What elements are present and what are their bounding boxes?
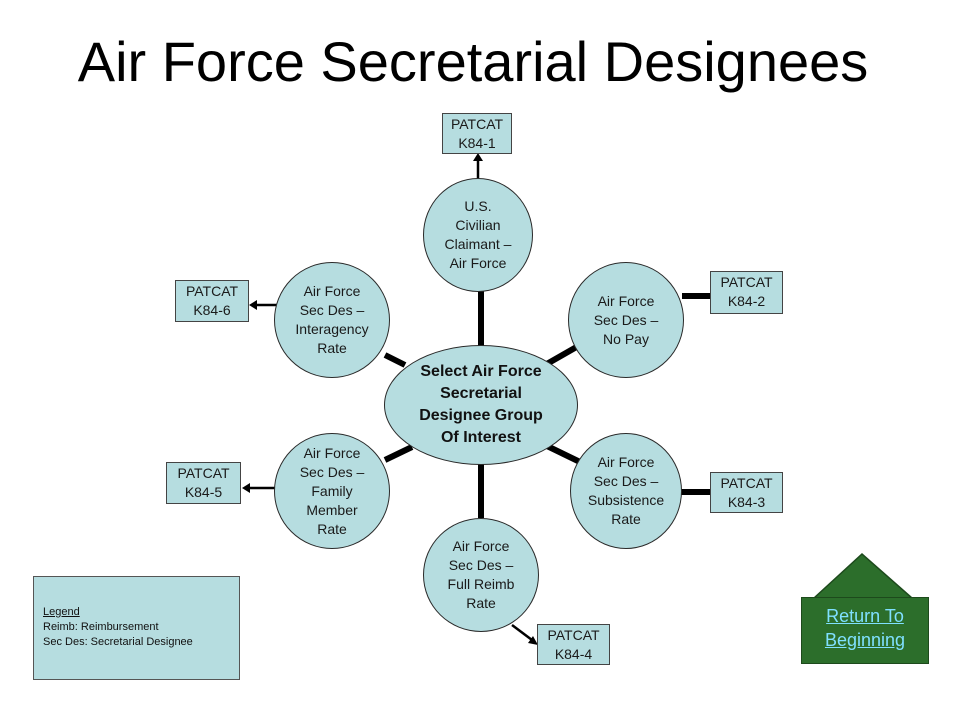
legend-item: Reimb: Reimbursement <box>43 621 159 633</box>
return-to-beginning-button[interactable]: Return To Beginning <box>801 597 929 664</box>
node-sec-des-full-reimb[interactable]: Air Force Sec Des – Full Reimb Rate <box>423 518 539 632</box>
patcat-label: PATCAT K84-6 <box>185 283 239 318</box>
arrow-k84-4 <box>511 624 533 641</box>
patcat-k84-3[interactable]: PATCAT K84-3 <box>710 472 783 513</box>
patcat-label: PATCAT K84-3 <box>720 475 773 510</box>
node-label: Air Force Sec Des – Family Member Rate <box>299 444 365 537</box>
spoke-2 <box>543 342 582 368</box>
patcat-k84-1[interactable]: PATCAT K84-1 <box>442 113 512 154</box>
node-sec-des-subsistence[interactable]: Air Force Sec Des – Subsistence Rate <box>570 433 682 549</box>
patcat-k84-2[interactable]: PATCAT K84-2 <box>710 271 783 314</box>
node-us-civilian-claimant[interactable]: U.S. Civilian Claimant – Air Force <box>423 178 533 292</box>
spoke-3 <box>543 442 582 465</box>
legend-box: Legend Reimb: Reimbursement Sec Des: Sec… <box>33 576 240 680</box>
node-label: Air Force Sec Des – Full Reimb Rate <box>447 538 515 611</box>
page-title: Air Force Secretarial Designees <box>77 30 869 93</box>
center-label: Select Air Force Secretarial Designee Gr… <box>419 363 543 446</box>
node-sec-des-no-pay[interactable]: Air Force Sec Des – No Pay <box>568 262 684 378</box>
patcat-label: PATCAT K84-4 <box>547 627 600 662</box>
legend-title: Legend <box>43 606 80 618</box>
patcat-k84-4[interactable]: PATCAT K84-4 <box>537 624 610 665</box>
home-arrow-icon[interactable] <box>808 552 920 600</box>
node-label: U.S. Civilian Claimant – Air Force <box>444 198 512 271</box>
node-sec-des-family-member[interactable]: Air Force Sec Des – Family Member Rate <box>274 433 390 549</box>
legend-item: Sec Des: Secretarial Designee <box>43 636 193 648</box>
return-button-line2: Beginning <box>824 630 906 650</box>
node-label: Air Force Sec Des – Interagency Rate <box>295 283 369 356</box>
patcat-label: PATCAT K84-1 <box>450 116 504 151</box>
node-sec-des-interagency[interactable]: Air Force Sec Des – Interagency Rate <box>274 262 390 378</box>
patcat-label: PATCAT K84-2 <box>720 274 773 309</box>
patcat-k84-5[interactable]: PATCAT K84-5 <box>166 462 241 504</box>
spoke-5 <box>383 444 414 463</box>
return-button-line1: Return To <box>826 606 904 626</box>
node-label: Air Force Sec Des – Subsistence Rate <box>587 454 665 527</box>
patcat-label: PATCAT K84-5 <box>177 465 230 500</box>
spoke-6 <box>383 352 407 368</box>
node-label: Air Force Sec Des – No Pay <box>593 292 659 347</box>
center-node[interactable]: Select Air Force Secretarial Designee Gr… <box>384 345 578 465</box>
patcat-k84-6[interactable]: PATCAT K84-6 <box>175 280 249 322</box>
